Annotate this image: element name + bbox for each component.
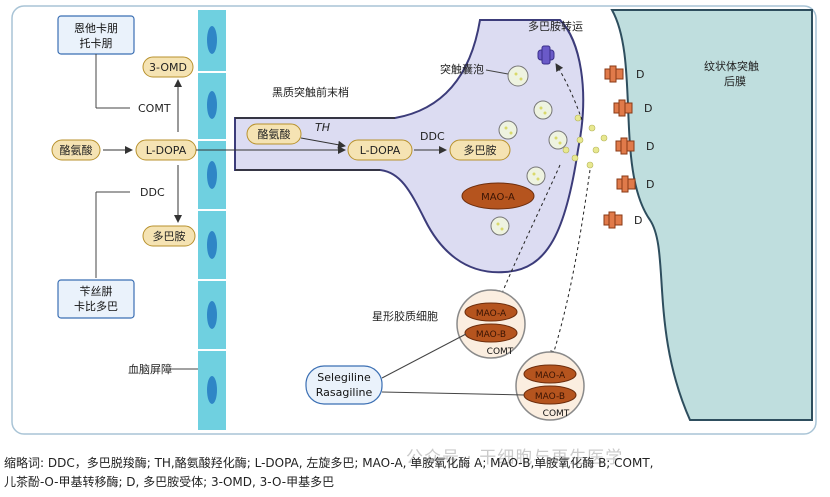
svg-text:苄丝肼: 苄丝肼 <box>80 284 113 298</box>
postsynaptic-membrane <box>610 9 813 421</box>
svg-text:MAO-B: MAO-B <box>476 330 506 340</box>
omd-pill: 3-OMD <box>142 56 194 78</box>
svg-text:MAO-A: MAO-A <box>481 192 515 203</box>
svg-text:酪氨酸: 酪氨酸 <box>60 143 93 157</box>
svg-text:卡比多巴: 卡比多巴 <box>74 299 118 313</box>
svg-text:多巴胺: 多巴胺 <box>464 143 497 157</box>
svg-text:L-DOPA: L-DOPA <box>146 144 187 157</box>
svg-text:多巴胺: 多巴胺 <box>153 229 186 243</box>
svg-text:托卡朋: 托卡朋 <box>80 36 113 50</box>
svg-text:MAO-B: MAO-B <box>535 392 565 402</box>
postsynaptic-label: 纹状体突触 <box>704 59 759 73</box>
ldopa-right-pill: L-DOPA <box>347 139 413 161</box>
svg-text:MAO-A: MAO-A <box>476 309 507 319</box>
dopamine-molecules <box>562 114 608 169</box>
svg-text:L-DOPA: L-DOPA <box>360 144 401 157</box>
caption-line-1: 缩略词: DDC，多巴脱羧酶; TH,酪氨酸羟化酶; L-DOPA, 左旋多巴;… <box>4 456 654 470</box>
svg-text:COMT: COMT <box>543 409 570 419</box>
watermark: 公众号 · 干细胞与再生医学 <box>406 448 624 468</box>
dopamine-transporter <box>537 45 555 65</box>
entacapone-box: 恩他卡朋 托卡朋 <box>57 15 135 55</box>
carbidopa-box: 苄丝肼 卡比多巴 <box>57 279 135 319</box>
svg-text:酪氨酸: 酪氨酸 <box>258 127 291 141</box>
outer-frame <box>11 5 817 435</box>
dopamine-receptors <box>603 65 636 229</box>
receptor-d-1: D <box>636 68 644 81</box>
svg-text:3-OMD: 3-OMD <box>149 61 187 74</box>
vesicle-label: 突触囊泡 <box>440 62 484 76</box>
ldopa-left-pill: L-DOPA <box>135 139 197 161</box>
svg-text:COMT: COMT <box>487 347 514 357</box>
caption-line-2: 儿茶酚-O-甲基转移酶; D, 多巴胺受体; 3-OMD, 3-O-甲基多巴 <box>4 475 335 489</box>
nigral-terminal-label: 黑质突触前末梢 <box>272 85 349 99</box>
svg-text:MAO-A: MAO-A <box>535 371 566 381</box>
svg-text:恩他卡朋: 恩他卡朋 <box>74 22 118 35</box>
dopamine-right-pill: 多巴胺 <box>449 139 511 161</box>
receptor-d-3: D <box>646 140 654 153</box>
ddc-label-left: DDC <box>140 186 165 199</box>
ddc-label-right: DDC <box>420 130 445 143</box>
dopamine-left-pill: 多巴胺 <box>142 225 196 247</box>
svg-text:Rasagiline: Rasagiline <box>316 386 373 399</box>
tyrosine-right-pill: 酪氨酸 <box>246 123 302 145</box>
maoa-neuron: MAO-A <box>461 182 535 210</box>
selegiline-box: Selegiline Rasagiline <box>305 365 383 405</box>
postsynaptic-label-2: 后膜 <box>724 75 746 88</box>
th-label: TH <box>315 121 330 134</box>
dopamine-pathway-diagram: 恩他卡朋 托卡朋 3-OMD COMT 酪氨酸 L-DOPA DDC 多巴胺 苄… <box>11 5 817 435</box>
astrocyte-2: MAO-A MAO-B COMT <box>515 351 585 421</box>
bbb-label: 血脑屏障 <box>128 362 172 376</box>
receptor-d-2: D <box>644 102 652 115</box>
tyrosine-left-pill: 酪氨酸 <box>51 139 101 161</box>
abbreviation-caption: 缩略词: DDC，多巴脱羧酶; TH,酪氨酸羟化酶; L-DOPA, 左旋多巴;… <box>4 454 828 492</box>
svg-text:Selegiline: Selegiline <box>317 371 371 384</box>
synaptic-vesicles <box>490 65 568 236</box>
receptor-d-4: D <box>646 178 654 191</box>
astrocyte-label: 星形胶质细胞 <box>372 309 438 323</box>
comt-label-left: COMT <box>138 102 171 115</box>
blood-brain-barrier <box>198 10 226 430</box>
receptor-d-5: D <box>634 214 642 227</box>
astrocyte-1: MAO-A MAO-B COMT <box>456 289 526 359</box>
transporter-label: 多巴胺转运 <box>528 19 583 33</box>
